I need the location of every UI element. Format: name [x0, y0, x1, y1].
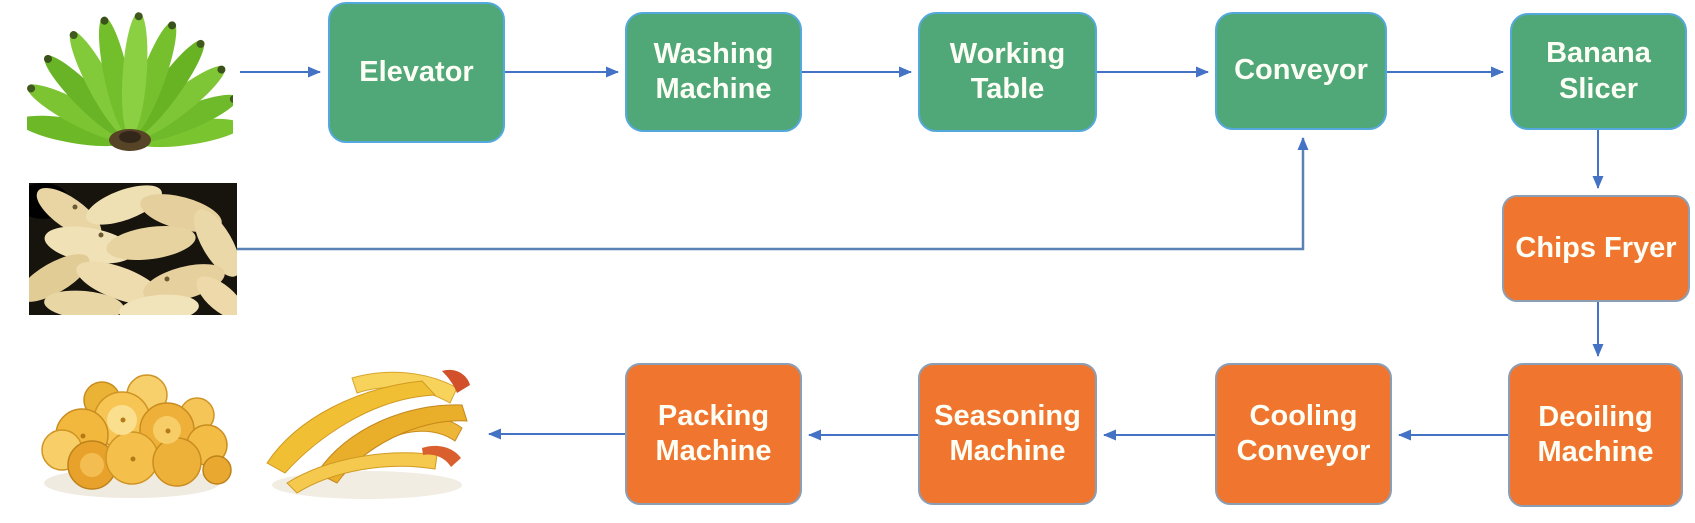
banana-chips-photo	[41, 374, 232, 498]
node-label: Deoiling Machine	[1537, 400, 1654, 468]
node-label: Elevator	[359, 55, 474, 88]
node-elevator: Elevator	[328, 2, 505, 143]
peeled-bananas-photo	[29, 183, 237, 315]
node-seasoning-machine: Seasoning Machine	[918, 363, 1097, 505]
arrow-peeled-bananas-to-conveyor	[237, 137, 1309, 251]
banana-chip-strips-photo	[266, 369, 470, 499]
node-label: Packing Machine	[655, 399, 772, 467]
node-label: Cooling Conveyor	[1236, 399, 1371, 467]
node-working-table: Working Table	[918, 12, 1097, 132]
node-conveyor: Conveyor	[1215, 12, 1387, 130]
node-label: Working Table	[949, 37, 1066, 105]
node-deoiling-machine: Deoiling Machine	[1508, 363, 1683, 507]
node-washing-machine: Washing Machine	[625, 12, 802, 132]
node-label: Chips Fryer	[1515, 231, 1677, 264]
node-label: Conveyor	[1234, 54, 1368, 87]
node-label: Seasoning Machine	[934, 399, 1081, 467]
node-chips-fryer: Chips Fryer	[1502, 195, 1690, 302]
node-cooling-conveyor: Cooling Conveyor	[1215, 363, 1392, 505]
node-packing-machine: Packing Machine	[625, 363, 802, 505]
node-label: Banana Slicer	[1546, 37, 1651, 105]
green-bananas-photo	[27, 12, 233, 151]
node-banana-slicer: Banana Slicer	[1510, 13, 1687, 130]
node-label: Washing Machine	[653, 37, 774, 105]
